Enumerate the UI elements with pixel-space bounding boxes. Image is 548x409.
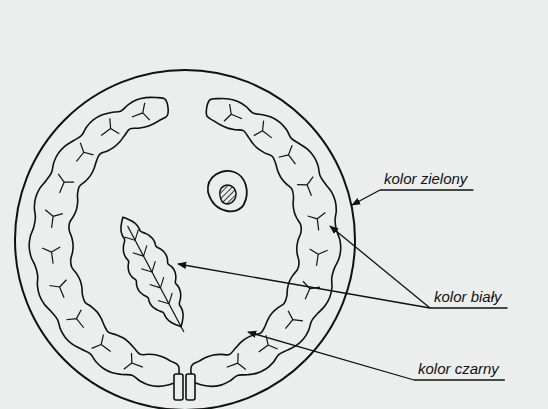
label-underline — [414, 379, 505, 380]
color-label: kolor czarny — [418, 360, 499, 378]
color-label: kolor biały — [434, 288, 502, 306]
ribbon — [174, 374, 195, 400]
label-underline — [380, 189, 473, 190]
badge-circle — [15, 70, 355, 409]
center-emblem — [208, 171, 247, 211]
leader-lines — [178, 190, 508, 380]
center-sprig — [105, 208, 202, 342]
leader-line — [330, 226, 430, 308]
leader-line — [352, 190, 380, 205]
color-label: kolor zielony — [384, 170, 467, 188]
leader-line — [248, 332, 414, 380]
wreath — [29, 97, 341, 386]
label-underline — [430, 307, 508, 308]
leader-line — [178, 264, 430, 308]
